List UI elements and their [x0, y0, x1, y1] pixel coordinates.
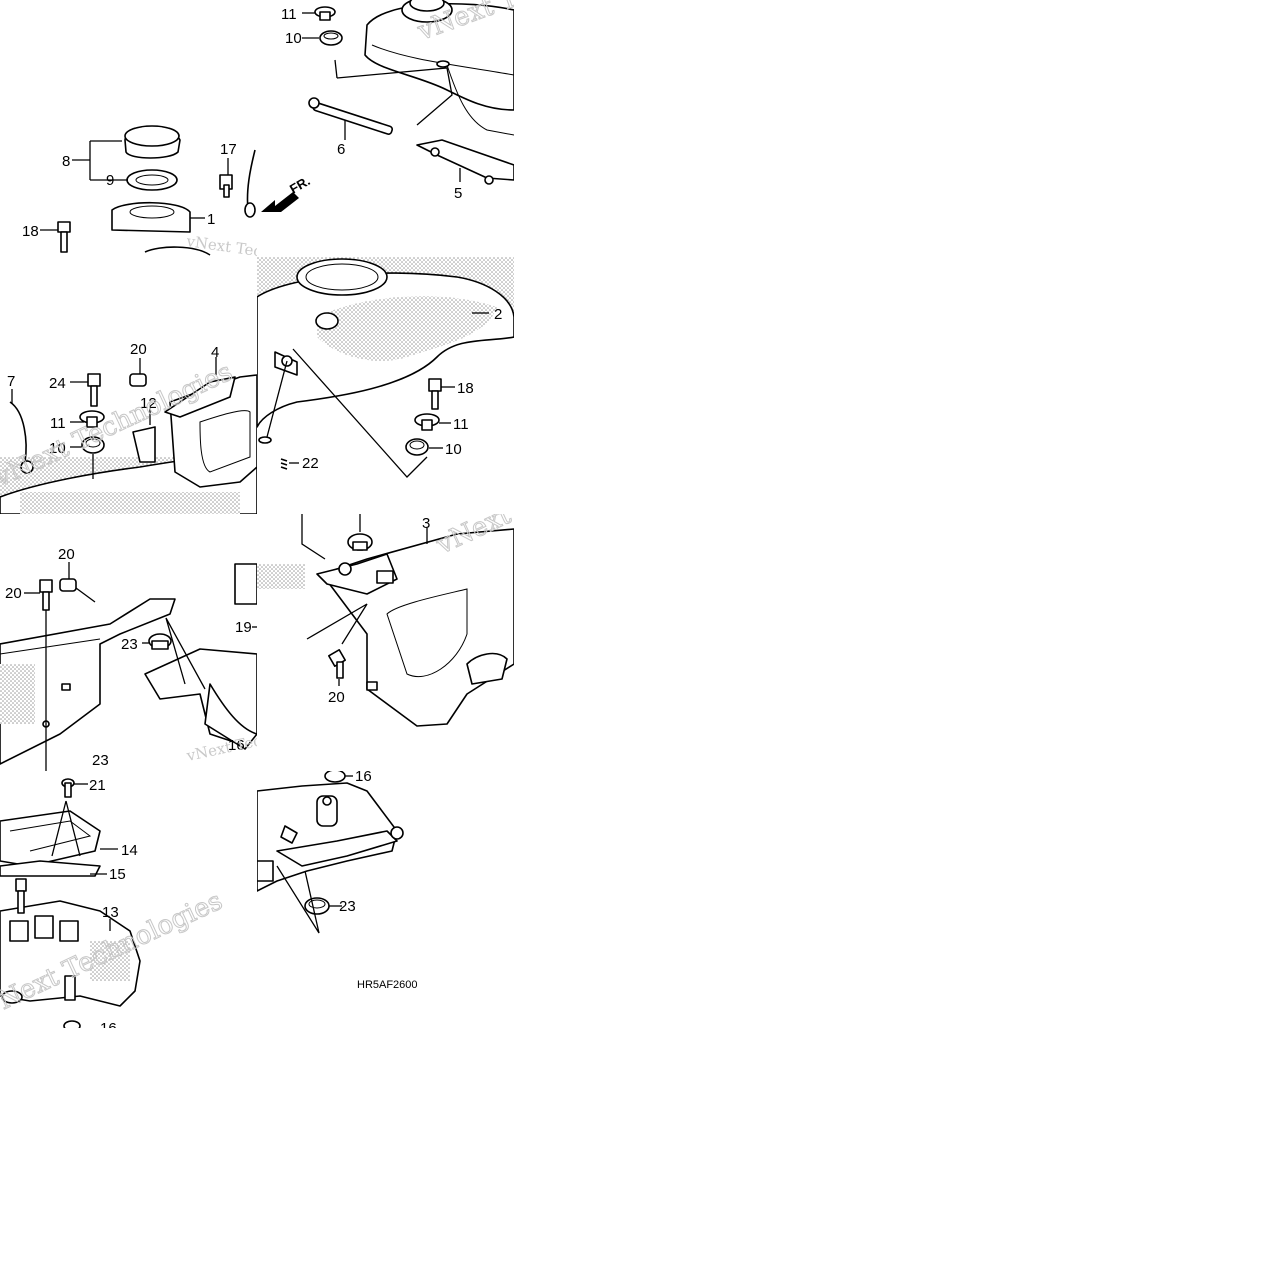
- callout-18: 18: [457, 380, 474, 397]
- callout-10: 10: [49, 440, 66, 457]
- callout-11: 11: [281, 6, 297, 23]
- diagram-tile-undercover: 3 20 vNext Technologies: [257, 514, 514, 771]
- svg-text:FR.: FR.: [287, 173, 313, 196]
- callout-22: 22: [302, 455, 319, 472]
- callout-10: 10: [285, 30, 302, 47]
- callout-24: 24: [49, 375, 66, 392]
- callout-4: 4: [211, 344, 219, 361]
- callout-10: 10: [445, 441, 462, 458]
- diagram-tile-filler-cap: 8 9 17 1 18 vNext Technologies: [0, 0, 257, 257]
- fuse-box-lid: [0, 810, 101, 867]
- bolt-20a: [39, 579, 53, 611]
- callout-18: 18: [22, 223, 39, 240]
- lower-bracket: [257, 782, 398, 892]
- bolt-20: [328, 649, 346, 679]
- callout-8: 8: [62, 153, 70, 170]
- screw-21: [61, 778, 75, 798]
- diagram-tile-frame-rail: 20 20 23 19 16 vNext Technologies: [0, 514, 257, 771]
- diagram-tile-tank: 2 18 11 10 22: [257, 257, 514, 514]
- callout-14: 14: [121, 842, 138, 859]
- tank-band: [416, 139, 514, 181]
- callout-12: 12: [140, 395, 157, 412]
- callout-7: 7: [7, 373, 15, 390]
- callout-23: 23: [339, 898, 356, 915]
- callout-20: 20: [328, 689, 345, 706]
- callout-20-upper: 20: [58, 546, 75, 563]
- callout-11: 11: [50, 415, 66, 432]
- filler-ring: [111, 201, 191, 233]
- tank-rod: [312, 101, 394, 135]
- callout-6: 6: [337, 141, 345, 158]
- callout-15: 15: [109, 866, 126, 883]
- diagram-code: HR5AF2600: [357, 979, 418, 991]
- callout-20: 20: [130, 341, 147, 358]
- callout-9: 9: [106, 172, 114, 189]
- diagram-tile-bracket: 7 24 20 4 12 11 10 vNext Technologies: [0, 257, 257, 514]
- diagram-tile-fuse-box: 23 21 14 15 13 16 vNext Technologies: [0, 771, 257, 1028]
- callout-16: 16: [100, 1020, 117, 1028]
- callout-16: 16: [228, 737, 245, 754]
- callout-5: 5: [454, 185, 462, 202]
- undercover-panel: [321, 528, 514, 727]
- clip-12: [132, 426, 156, 463]
- callout-20-side: 20: [5, 585, 22, 602]
- callout-13: 13: [102, 904, 119, 921]
- callout-16: 16: [355, 771, 372, 785]
- bolt-24: [87, 373, 101, 407]
- diagram-tile-tank-band: 11 10 6 5 vNext Technologies: [257, 0, 514, 257]
- front-arrow: FR.: [257, 150, 337, 230]
- arrow-icon: [261, 192, 299, 212]
- callout-1: 1: [207, 211, 215, 228]
- callout-19: 19: [235, 619, 252, 636]
- diagram-tile-lower-bracket: 16 23 HR5AF2600: [257, 771, 514, 1028]
- callout-2: 2: [494, 306, 502, 323]
- bolt-18: [428, 378, 442, 410]
- cap-gasket: [126, 169, 178, 191]
- callout-17: 17: [220, 141, 237, 158]
- callout-11: 11: [453, 416, 469, 433]
- callout-23-label: 23: [92, 752, 109, 769]
- callout-23: 23: [121, 636, 138, 653]
- callout-3: 3: [422, 515, 430, 532]
- lid-gasket: [0, 860, 101, 877]
- callout-21: 21: [89, 777, 106, 794]
